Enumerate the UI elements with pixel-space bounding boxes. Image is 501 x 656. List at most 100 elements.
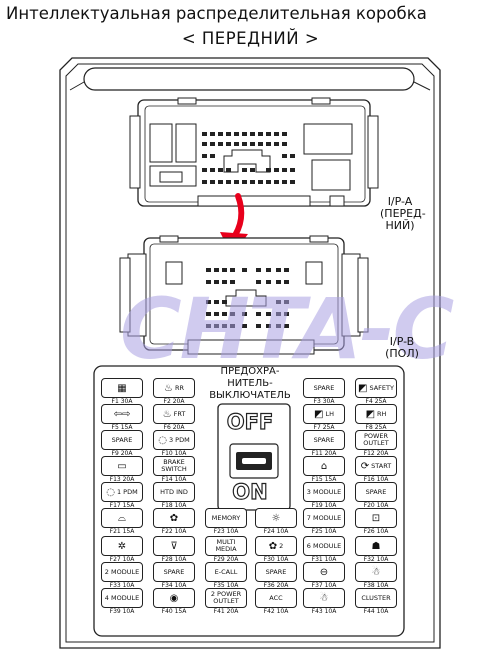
- fuse-box: 7 MODULE: [303, 508, 345, 528]
- fuse-rating: F40 15A: [161, 608, 187, 615]
- fuse-rating: F17 15A: [109, 502, 135, 509]
- fuse-label: 1 PDM: [116, 487, 138, 496]
- power-window-icon: ◩: [365, 408, 376, 420]
- fuse-box: ◌3 PDM: [153, 430, 195, 450]
- fuse-f3: SPARE F3 30A: [300, 378, 348, 406]
- fuse-f18: HTD IND F18 10A: [150, 482, 198, 510]
- steering-icon: ⊖: [319, 566, 329, 578]
- fuse-rating: F14 10A: [161, 476, 187, 483]
- fuse-box: ♨RR: [153, 378, 195, 398]
- fuse-box: ⊖: [303, 562, 345, 582]
- fuse-f26: ⊡F26 10A: [352, 508, 400, 536]
- fan-icon: ✿: [268, 540, 278, 552]
- start-icon: ⟳: [360, 460, 370, 472]
- fuse-box: ◩SAFETY: [355, 378, 397, 398]
- fuse-box: ⌂: [303, 456, 345, 476]
- ipb-label-line: (ПОЛ): [385, 347, 419, 360]
- fuse-box: 3 MODULE: [303, 482, 345, 502]
- fuse-rating: F10 10A: [161, 450, 187, 457]
- fuse-f5: ⇦⇨F5 15A: [98, 404, 146, 432]
- fuse-box: ✲: [101, 536, 143, 556]
- key-car-icon: ⌂: [320, 460, 328, 472]
- fuse-rating: F9 20A: [111, 450, 133, 457]
- switch-title-line: ПРЕДОХРА-: [220, 366, 280, 377]
- fuse-box: ACC: [255, 588, 297, 608]
- fuse-rating: F12 20A: [363, 450, 389, 457]
- connector-ipa: [129, 97, 379, 207]
- fuse-rating: F24 10A: [263, 528, 289, 535]
- fuse-rating: F27 10A: [109, 556, 135, 563]
- fuse-f38: ☃F38 10A: [352, 562, 400, 590]
- rear-defrost-icon: ▦: [117, 382, 127, 394]
- fan-icon: ✿: [169, 512, 179, 524]
- fuse-box: POWER OUTLET: [355, 430, 397, 450]
- fuse-label: BRAKE SWITCH: [161, 458, 187, 473]
- fuse-panel-frame: [93, 365, 405, 637]
- fuse-rating: F32 10A: [363, 556, 389, 563]
- power-window-icon: ◩: [314, 408, 324, 420]
- airbag-person-icon: ☃: [371, 566, 381, 578]
- fuse-rating: F28 10A: [161, 556, 187, 563]
- ignition-icon: ◌: [158, 434, 167, 446]
- car-icon: ▭: [117, 460, 127, 472]
- lamp-icon: ☼: [271, 512, 281, 524]
- fuse-box: ☃: [303, 588, 345, 608]
- fuse-box: MULTI MEDIA: [205, 536, 247, 556]
- fuse-rating: F8 25A: [365, 424, 387, 431]
- ipb-label-line: I/P-B: [389, 335, 415, 348]
- fuse-rating: F18 10A: [161, 502, 187, 509]
- fuse-rating: F4 25A: [365, 398, 387, 405]
- fuse-rating: F3 30A: [313, 398, 335, 405]
- fuse-label: E-CALL: [214, 567, 238, 576]
- fuse-box: ⇦⇨: [101, 404, 143, 424]
- fuse-panel: ПРЕДОХРА- НИТЕЛЬ- ВЫКЛЮЧАТЕЛЬ OFF ON ▦F1…: [94, 366, 404, 636]
- turn-signal-icon: ⇦⇨: [113, 408, 131, 420]
- fuse-f21: ⌓F21 15A: [98, 508, 146, 536]
- gear-icon: ✲: [117, 540, 127, 552]
- fuse-rating: F30 10A: [263, 556, 289, 563]
- fuse-label: LH: [325, 409, 334, 418]
- fuse-box: CLUSTER: [355, 588, 397, 608]
- fuse-label: 4 MODULE: [104, 593, 140, 602]
- fuse-rating: F42 10A: [263, 608, 289, 615]
- fuse-f14: BRAKE SWITCH F14 10A: [150, 456, 198, 484]
- fuse-rating: F23 10A: [213, 528, 239, 535]
- fuse-box: ✿: [153, 508, 195, 528]
- fuse-f22: ✿F22 10A: [150, 508, 198, 536]
- fuse-f12: POWER OUTLET F12 20A: [352, 430, 400, 458]
- fuse-box: ✿2: [255, 536, 297, 556]
- switch-on-label: ON: [232, 479, 269, 504]
- fuse-box: ☼: [255, 508, 297, 528]
- fuse-label: HTD IND: [160, 487, 188, 496]
- airbag-icon: ☗: [371, 540, 381, 552]
- ipa-label: I/P-A (ПЕРЕД- НИЙ): [380, 196, 426, 232]
- fuse-label: SPARE: [313, 383, 335, 392]
- washer-icon: ⊽: [170, 540, 178, 552]
- fuse-label: 2 POWER OUTLET: [210, 590, 242, 605]
- fuse-f40: ◉F40 15A: [150, 588, 198, 616]
- fuse-box: SPARE: [101, 430, 143, 450]
- fuse-f1: ▦F1 30A: [98, 378, 146, 406]
- page-title: Интеллектуальная распределительная короб…: [6, 4, 427, 23]
- fuse-label: POWER OUTLET: [363, 432, 389, 447]
- fuse-box: 2 MODULE: [101, 562, 143, 582]
- fuse-box: ▭: [101, 456, 143, 476]
- fuse-switch: [217, 403, 291, 511]
- fuse-box: BRAKE SWITCH: [153, 456, 195, 476]
- fuse-rating: F15 15A: [311, 476, 337, 483]
- fuse-rating: F34 10A: [161, 582, 187, 589]
- fuse-box: ♨FRT: [153, 404, 195, 424]
- fuse-label: 6 MODULE: [306, 541, 342, 550]
